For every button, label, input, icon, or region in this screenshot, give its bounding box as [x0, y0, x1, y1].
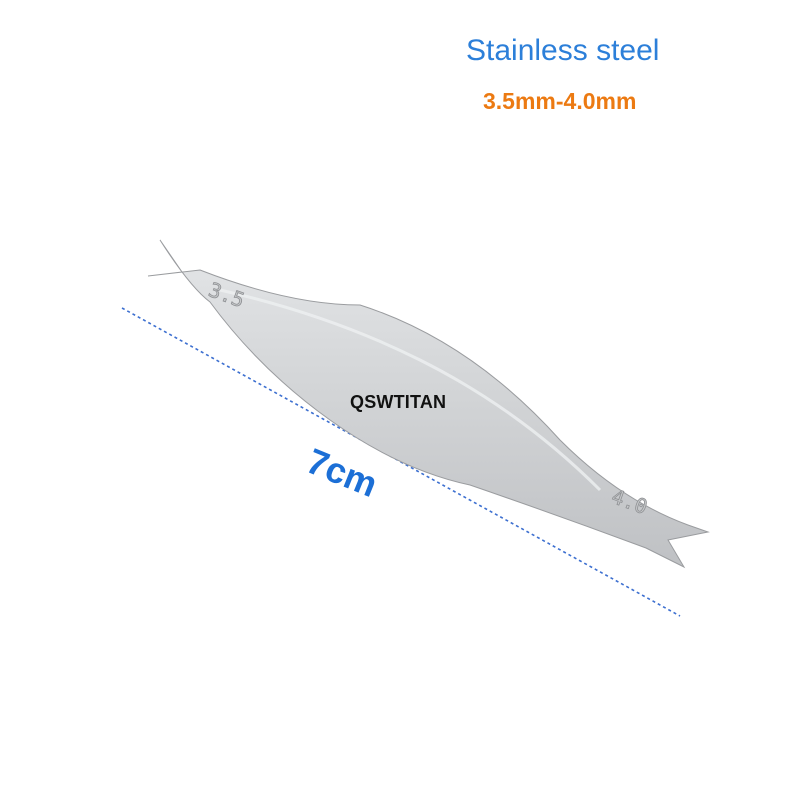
tool-body: [147, 239, 710, 569]
material-title: Stainless steel: [466, 34, 660, 67]
size-range-title: 3.5mm-4.0mm: [483, 88, 637, 114]
tool-highlight: [219, 288, 602, 492]
brand-watermark: QSWTITAN: [350, 392, 447, 412]
left-marking: 3.5: [206, 277, 248, 312]
